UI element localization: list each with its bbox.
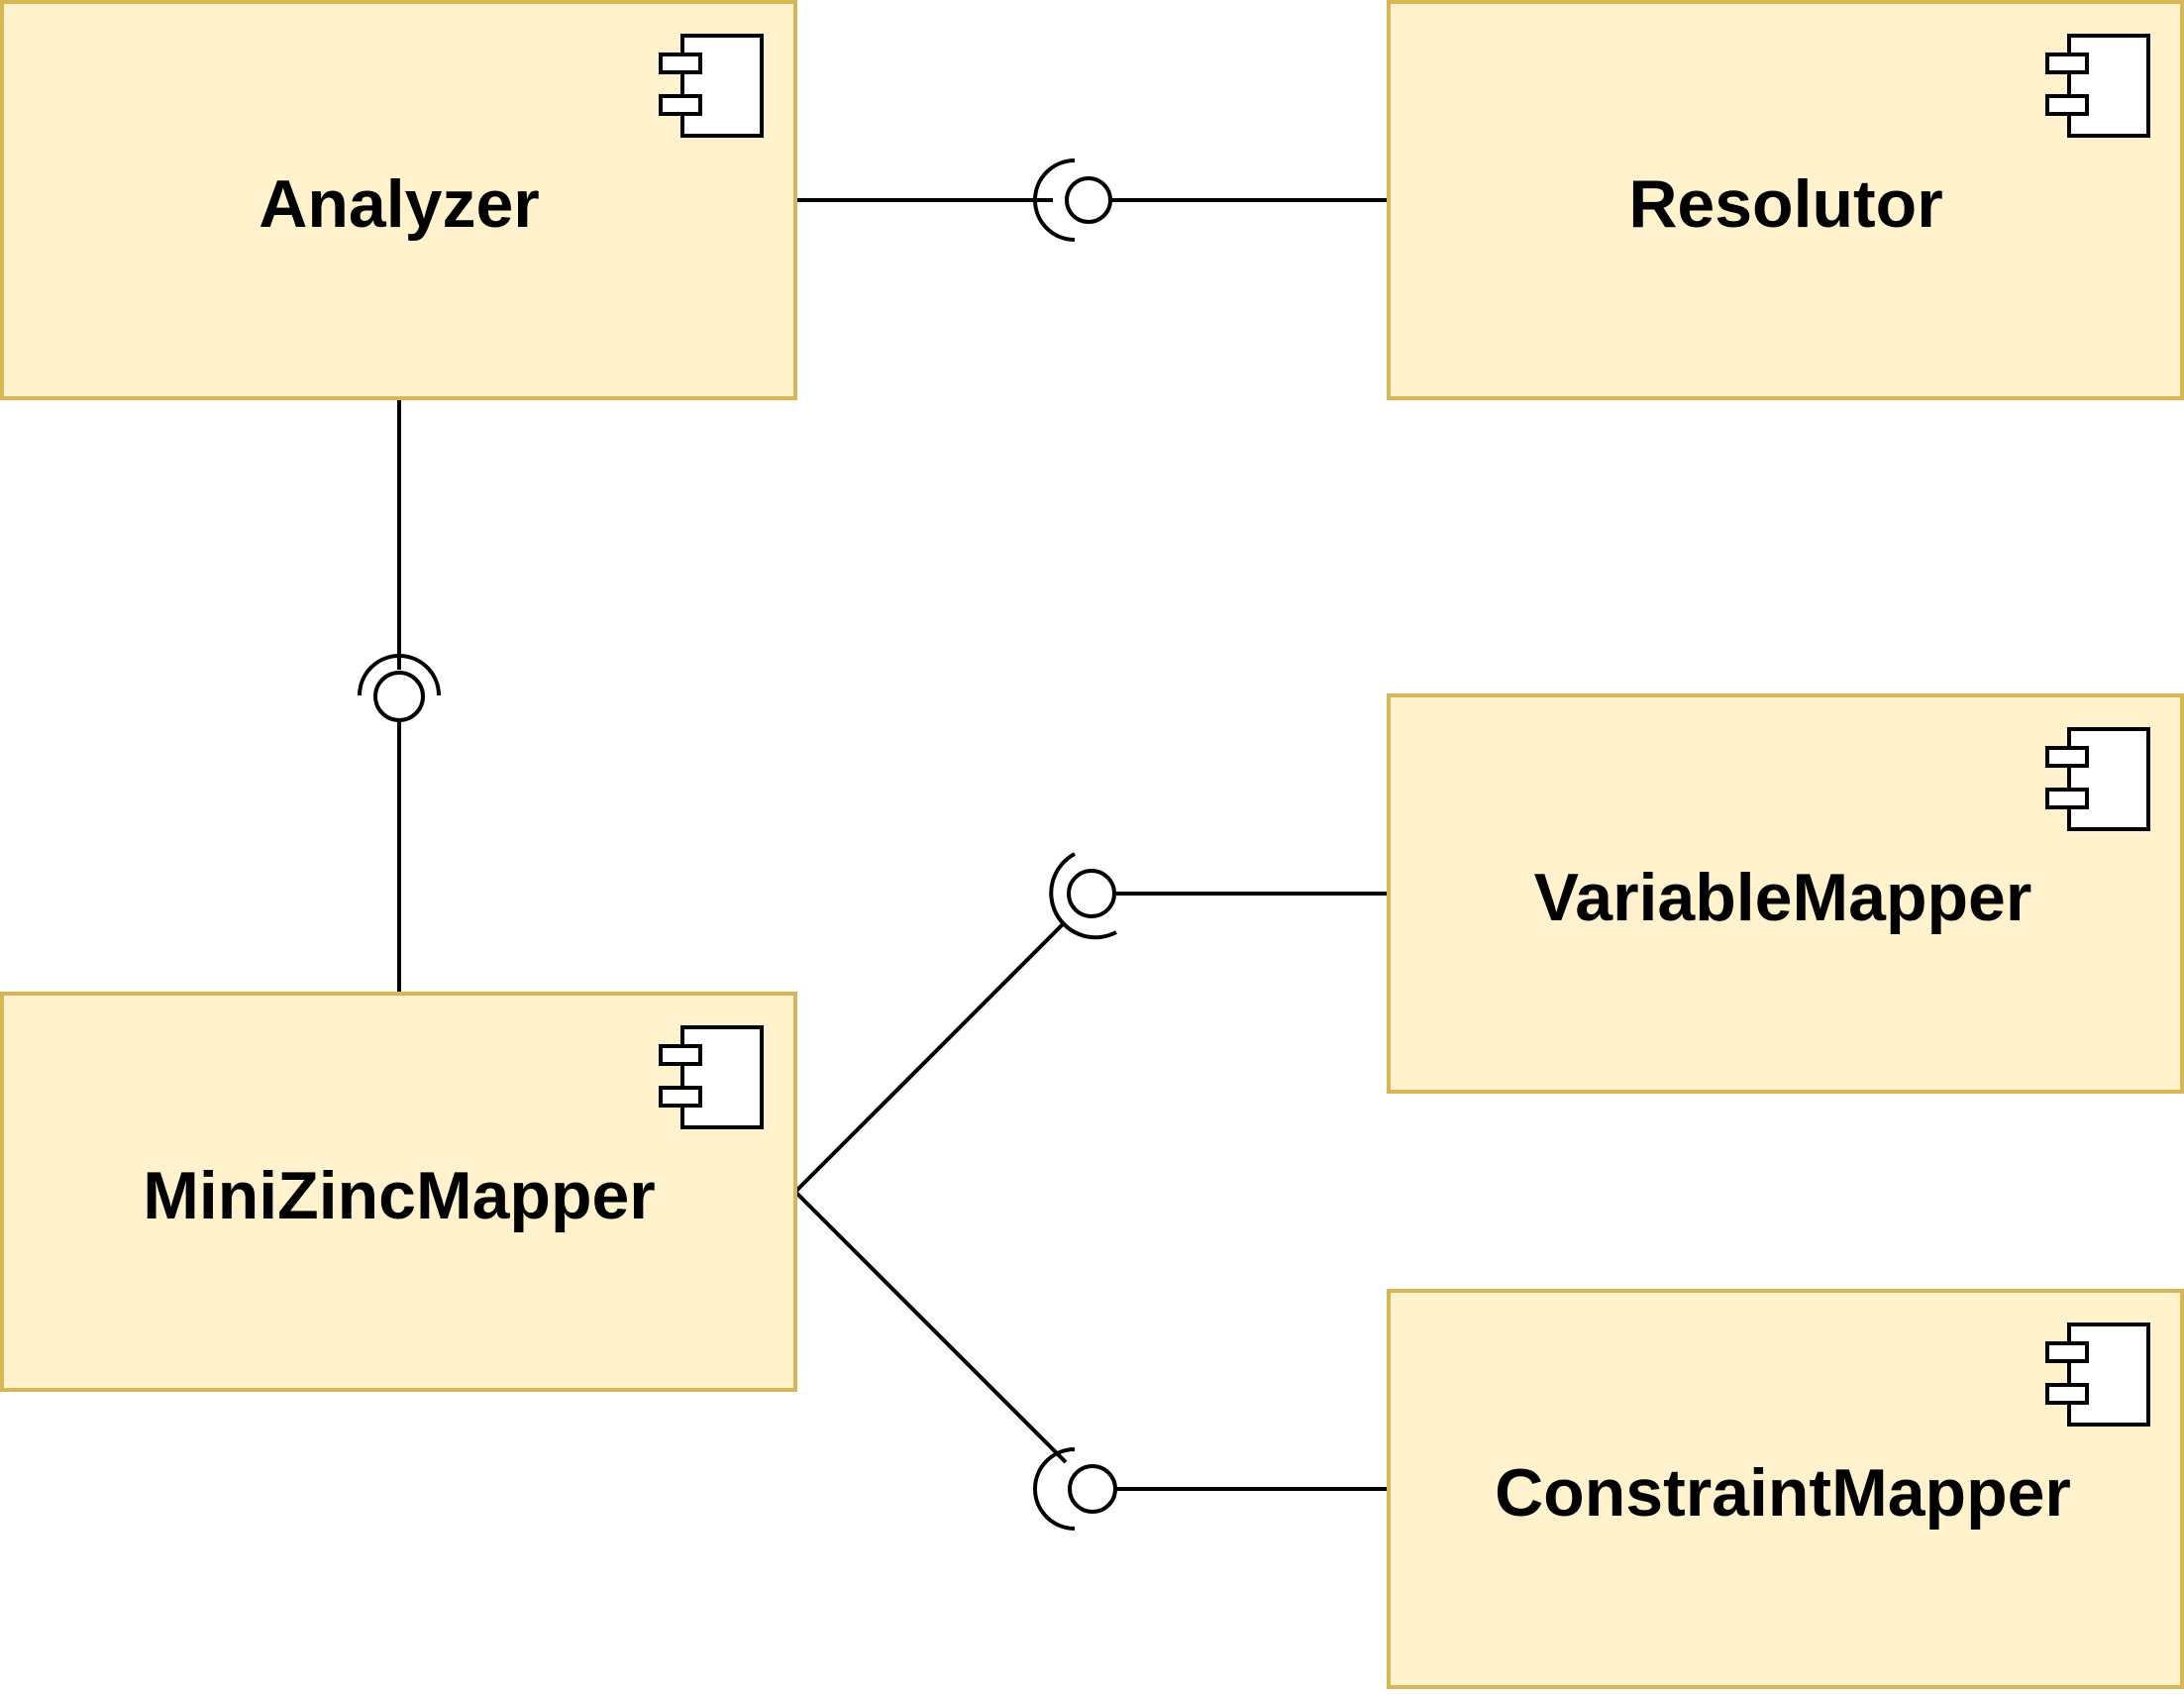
component-label: VariableMapper [1534, 860, 2032, 935]
component-label: Resolutor [1628, 166, 1942, 242]
connector-analyzer-resolutor [795, 159, 1388, 242]
component-analyzer[interactable]: Analyzer [0, 0, 797, 400]
connector-minizincmapper-constraintmapper [793, 1190, 1388, 1531]
component-icon [659, 1025, 764, 1129]
component-label: Analyzer [259, 166, 539, 242]
component-icon [659, 34, 764, 138]
component-label: ConstraintMapper [1495, 1455, 2071, 1531]
connector-analyzer-minizincmapper [358, 398, 441, 994]
component-icon [2045, 34, 2150, 138]
component-label: MiniZincMapper [143, 1158, 656, 1233]
component-resolutor[interactable]: Resolutor [1387, 0, 2184, 400]
component-icon [2045, 1323, 2150, 1427]
component-constraintmapper[interactable]: ConstraintMapper [1387, 1289, 2184, 1689]
component-variablemapper[interactable]: VariableMapper [1387, 693, 2184, 1094]
component-minizincmapper[interactable]: MiniZincMapper [0, 992, 797, 1392]
component-icon [2045, 727, 2150, 831]
connector-minizincmapper-variablemapper [793, 852, 1388, 1194]
